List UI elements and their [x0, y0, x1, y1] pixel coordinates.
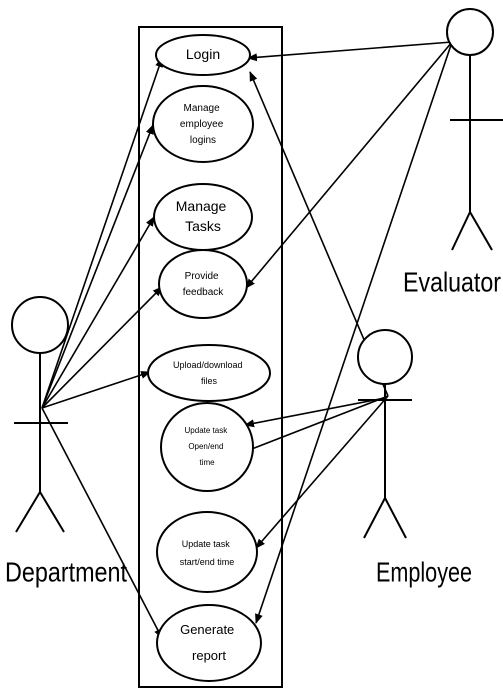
use-case-manage-tasks: Manage Tasks: [153, 183, 253, 251]
svg-text:Generate report: Generate report: [180, 622, 238, 663]
evaluator-head-icon: [446, 8, 494, 56]
svg-text:Update task start/end: Update task start/end time: [180, 539, 235, 567]
employee-left-leg: [363, 497, 386, 539]
svg-text:Provide feedback: Provide feedback: [183, 271, 225, 298]
use-case-update-task-open-end-time-line-3: time: [199, 458, 215, 467]
association-evaluator-to-generate-report: [255, 41, 453, 624]
evaluator-right-leg: [469, 211, 493, 251]
actor-evaluator: Evaluator: [403, 8, 503, 297]
association-employee-to-update-task-open-end-time-upper: [244, 397, 386, 428]
system-boundary: [138, 26, 283, 688]
use-case-update-task-open-end-time: Update task Open/end time: [160, 402, 254, 492]
use-case-upload-download-files: Upload/download files: [147, 344, 271, 402]
use-case-upload-download-files-line-2: files: [201, 376, 218, 386]
svg-text:Manage employee: Manage employee logins: [180, 103, 226, 146]
association-evaluator-to-login: [247, 41, 453, 62]
use-case-provide-feedback-line-1: Provide: [185, 271, 219, 282]
evaluator-left-leg: [451, 211, 471, 251]
use-case-update-task-start-end-time: Update task start/end time: [156, 511, 258, 593]
department-label: Department: [5, 556, 127, 587]
use-case-generate-report-line-1: Generate: [180, 622, 234, 637]
association-department-to-manage-tasks: [41, 216, 155, 409]
use-case-update-task-start-end-time-line-2: start/end time: [180, 557, 235, 567]
association-department-to-generate-report: [41, 407, 163, 639]
department-right-leg: [39, 491, 65, 533]
association-evaluator-to-provide-feedback: [245, 41, 453, 289]
association-employee-to-update-task-open-end-time: [243, 395, 389, 453]
actor-employee: Employee: [357, 329, 472, 587]
svg-text:Login: Login: [186, 46, 220, 62]
svg-text:Upload/download files: Upload/download files: [173, 360, 245, 386]
use-case-update-task-open-end-time-line-2: Open/end: [188, 442, 223, 451]
association-department-to-provide-feedback: [41, 286, 163, 409]
use-case-update-task-start-end-time-line-1: Update task: [182, 539, 231, 549]
use-case-manage-employee-logins-line-1: Manage: [184, 103, 221, 114]
use-case-manage-tasks-line-1: Manage: [176, 198, 227, 214]
use-case-generate-report: Generate report: [156, 604, 262, 682]
use-case-generate-report-line-2: report: [192, 648, 226, 663]
department-left-leg: [15, 491, 41, 533]
association-department-to-login: [41, 57, 163, 409]
employee-head-icon: [357, 329, 413, 385]
use-case-provide-feedback-line-2: feedback: [183, 287, 225, 298]
use-case-login: Login: [155, 34, 251, 76]
employee-right-leg: [384, 497, 407, 539]
use-case-manage-tasks-line-2: Tasks: [185, 218, 221, 234]
use-case-upload-download-files-line-1: Upload/download: [173, 360, 243, 370]
department-head-icon: [11, 296, 69, 354]
use-case-manage-employee-logins-line-2: employee: [180, 119, 224, 130]
svg-text:Manage Tasks: Manage Tasks: [176, 198, 230, 234]
associations-layer: [41, 41, 453, 639]
use-case-provide-feedback: Provide feedback: [158, 249, 248, 319]
use-case-update-task-open-end-time-line-1: Update task: [185, 426, 229, 435]
use-case-manage-employee-logins: Manage employee logins: [152, 85, 254, 163]
association-employee-to-update-task-start-end-time: [255, 395, 389, 549]
use-cases-layer: Login Manage employee logins Manage Task…: [147, 34, 271, 682]
employee-label: Employee: [376, 556, 472, 587]
actor-department: Department: [5, 296, 127, 587]
svg-text:Update task Open/end: Update task Open/end time: [185, 426, 230, 467]
association-department-to-upload-download-files: [41, 371, 151, 409]
use-case-login-line-1: Login: [186, 46, 220, 62]
use-case-manage-employee-logins-line-3: logins: [190, 135, 216, 146]
evaluator-label: Evaluator: [403, 266, 501, 297]
association-department-to-manage-employee-logins: [41, 124, 154, 409]
